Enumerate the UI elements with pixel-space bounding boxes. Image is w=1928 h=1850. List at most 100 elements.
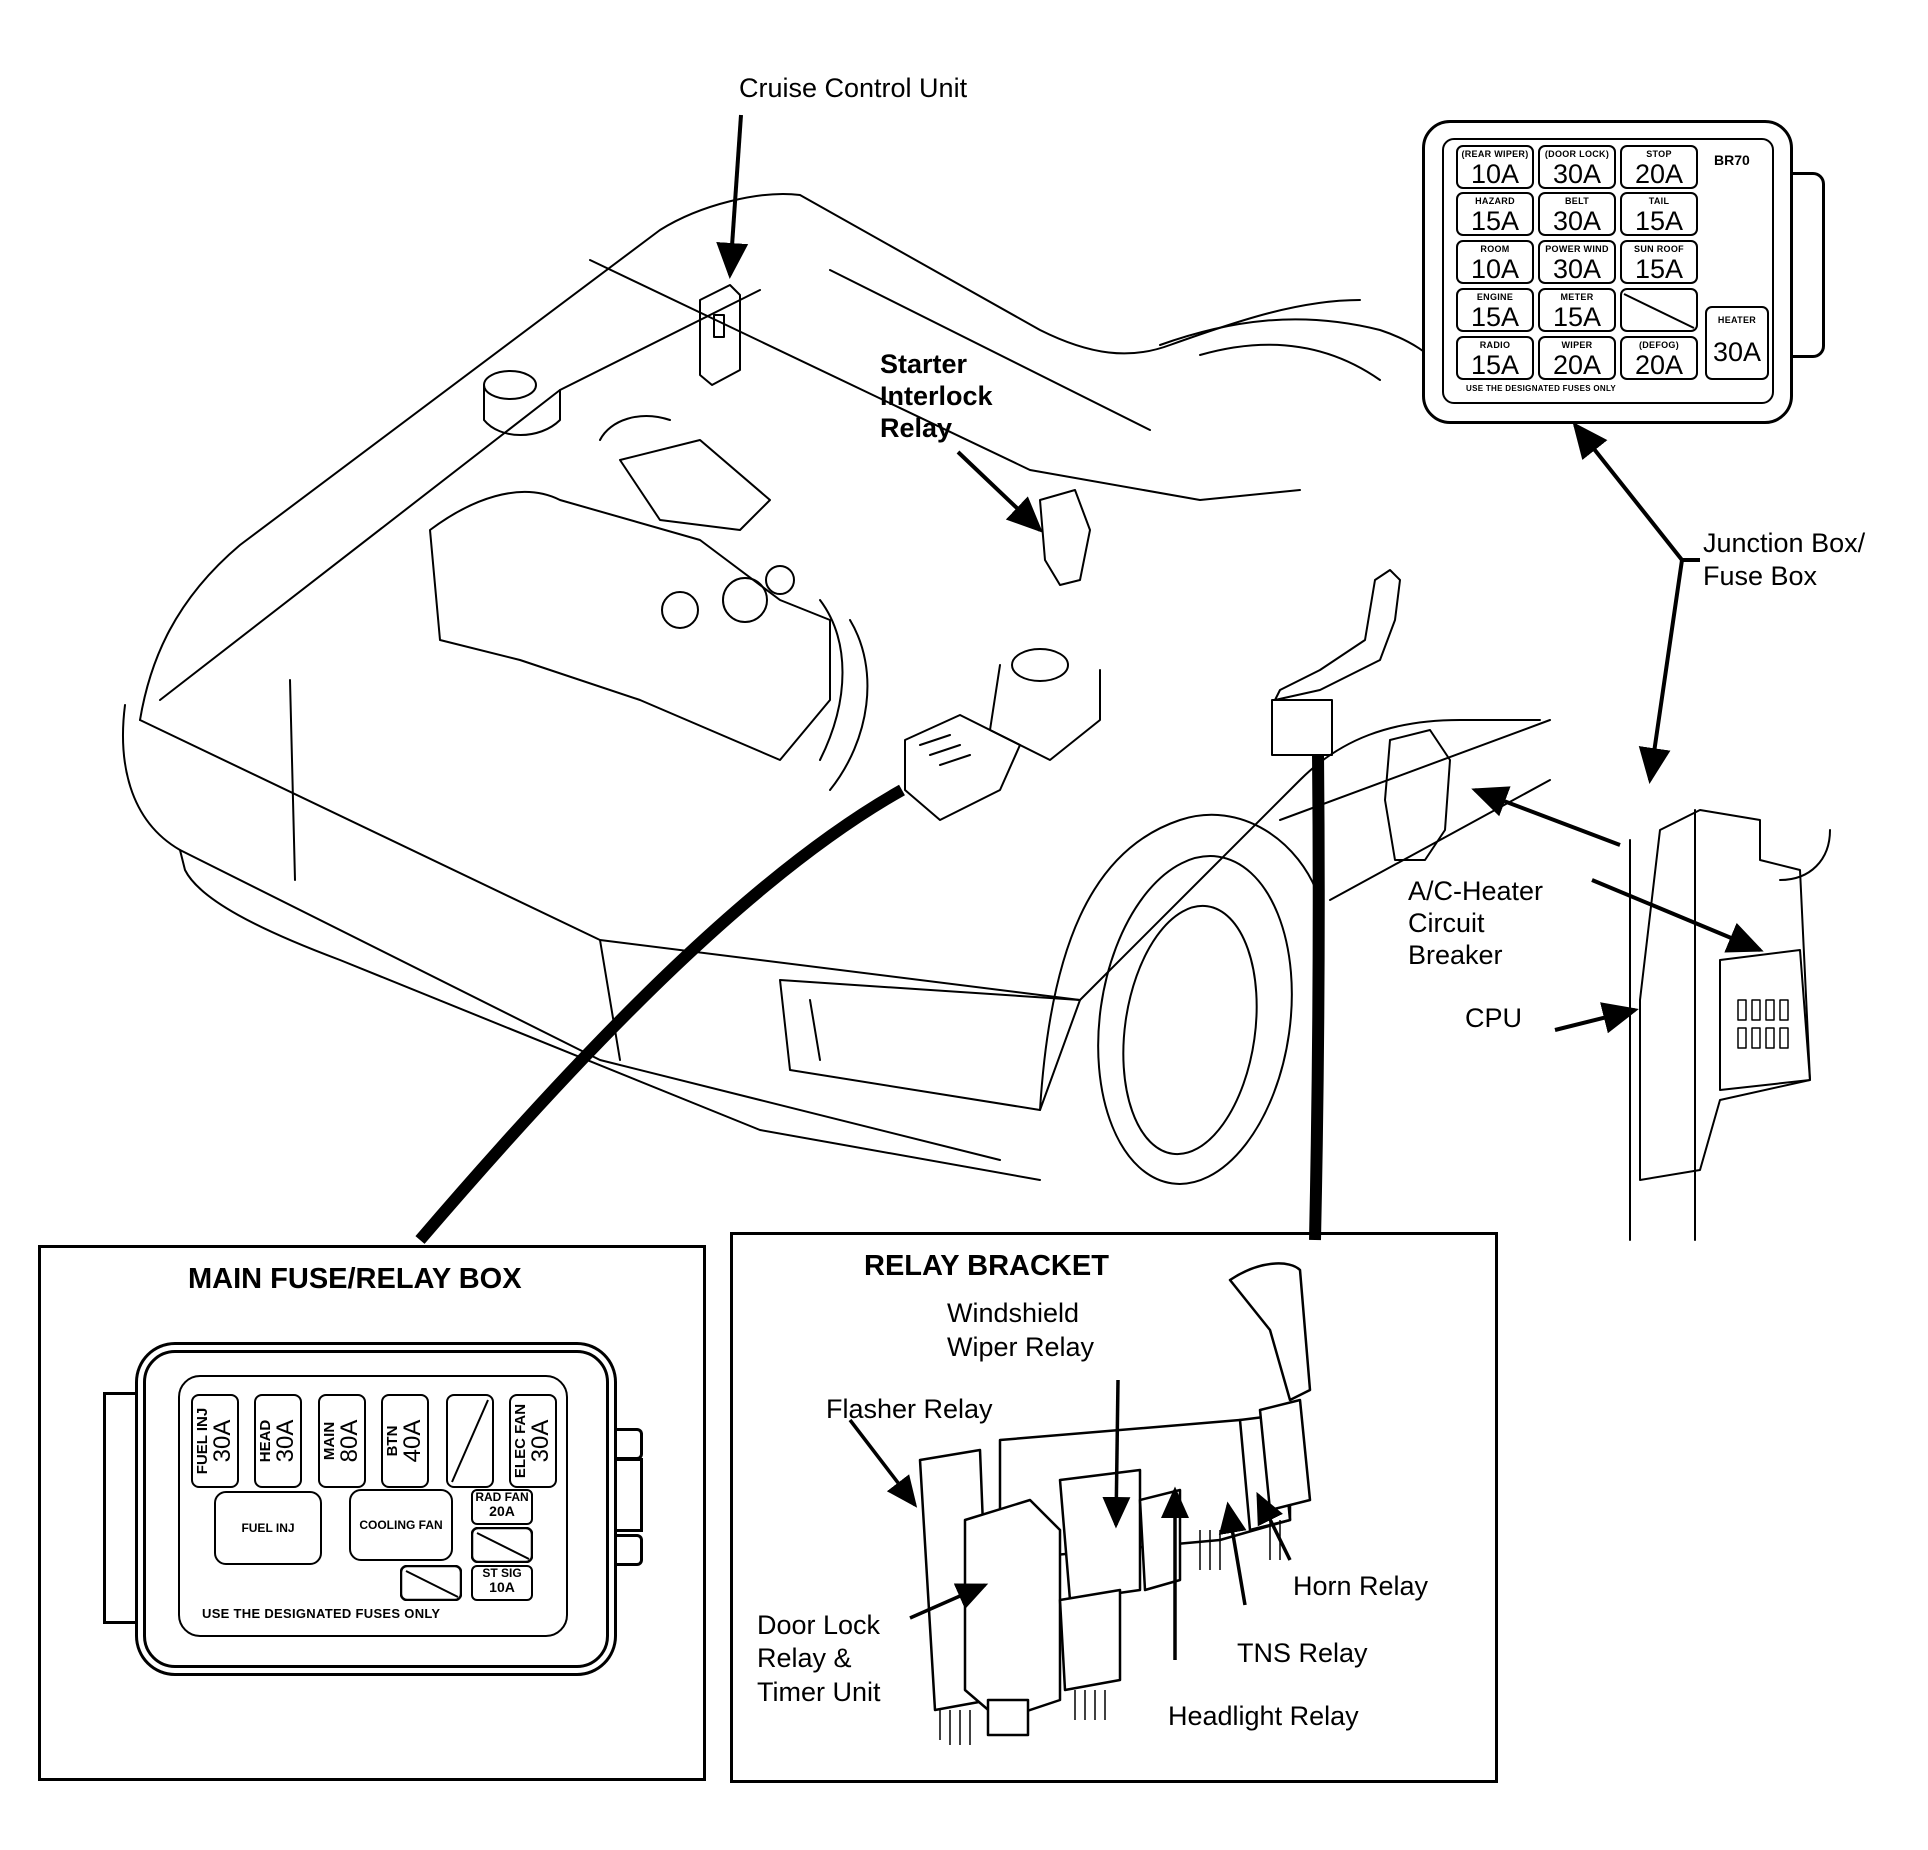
fuse-rating: 30A [1712, 337, 1762, 367]
front-fender [1079, 719, 1541, 1001]
main-fuse-relay-box-title: MAIN FUSE/RELAY BOX [188, 1263, 522, 1295]
fuse-rating: 10A [1470, 159, 1520, 189]
connector-relay-bracket [1309, 754, 1325, 1241]
fuse-rating: 15A [1470, 206, 1520, 236]
fuse-rating: 30A [1552, 254, 1602, 284]
front-wheel [1097, 855, 1293, 1185]
jb-fuse-heater: HEATER 30A [1705, 306, 1769, 380]
relay-fuel-inj: FUEL INJ [214, 1491, 322, 1565]
leader-starter-interlock [956, 450, 1043, 533]
leader-to-ac-breaker [1471, 786, 1621, 847]
fuse-name: (DEFOG) [1638, 340, 1680, 350]
label-starter-interlock-line3: Relay [880, 413, 953, 443]
leader-junction-box-top [1572, 421, 1684, 562]
fuse-name: ROOM [1480, 244, 1510, 254]
fuse-name: TAIL [1648, 196, 1670, 206]
fuse-rating: 10A [489, 1579, 515, 1595]
fuse-rating: 20A [1634, 350, 1684, 380]
fuse-name: RADIO [1479, 340, 1511, 350]
junction-box-note: USE THE DESIGNATED FUSES ONLY [1466, 384, 1617, 393]
engine-block [429, 491, 831, 761]
main-fuse-relay-box-panel [38, 1245, 706, 1781]
label-ac-heater-line1: A/C-Heater [1408, 876, 1544, 906]
fuse-name: (DOOR LOCK) [1544, 149, 1610, 159]
label-door-lock-line1: Door Lock [757, 1610, 881, 1640]
headlamp [779, 979, 1081, 1111]
label-ac-heater-line3: Breaker [1408, 940, 1503, 970]
fuse-name: BELT [1564, 196, 1590, 206]
cruise-control-unit-shape [699, 284, 741, 386]
leader-door-lock [909, 1583, 989, 1620]
label-ac-heater-line2: Circuit [1408, 908, 1485, 938]
junction-box-mounted [1639, 809, 1811, 1181]
label-cruise-control-unit: Cruise Control Unit [739, 73, 968, 103]
car-hood-outline [139, 193, 1361, 721]
label-windshield-wiper-line2: Wiper Relay [947, 1332, 1095, 1362]
fuse-rating: 80A [336, 1419, 363, 1463]
jb-fuse-blank [1620, 288, 1698, 332]
jb-fuse-defog: (DEFOG)20A [1620, 336, 1698, 380]
fuse-rating: 15A [1470, 350, 1520, 380]
leader-junction-box [1638, 558, 1700, 784]
label-cpu: CPU [1465, 1003, 1523, 1033]
car-front-bumper [122, 704, 1001, 1161]
connector-main-fuse-box [415, 784, 905, 1244]
fuse-rating: 15A [1552, 302, 1602, 332]
fuse-rating: 30A [1552, 159, 1602, 189]
junction-box-fuse-panel [1442, 138, 1774, 404]
label-door-lock-line2: Relay & [757, 1643, 852, 1673]
fuse-rating: 15A [1634, 254, 1684, 284]
main-box-note: USE THE DESIGNATED FUSES ONLY [202, 1606, 441, 1621]
junction-box-code: BR70 [1714, 152, 1750, 168]
fuse-name: METER [1560, 292, 1594, 302]
fuse-name: POWER WIND [1545, 244, 1609, 254]
fuse-name: SUN ROOF [1634, 244, 1684, 254]
label-flasher-relay: Flasher Relay [826, 1394, 993, 1424]
fuse-rating: 15A [1634, 206, 1684, 236]
label-starter-interlock-line1: Starter [880, 349, 968, 379]
fuse-name: RAD FAN [475, 1490, 529, 1504]
label-starter-interlock-line2: Interlock [880, 381, 993, 411]
fuse-name: ST SIG [482, 1566, 522, 1580]
fuse-rating: 30A [209, 1419, 236, 1463]
leader-ac-heater [1591, 878, 1764, 953]
leader-tns-relay [1218, 1501, 1247, 1606]
main-box-hinge [103, 1392, 150, 1624]
fuse-blank-2 [400, 1565, 462, 1601]
fuse-rating: 20A [1634, 159, 1684, 189]
fuse-name: WIPER [1561, 340, 1593, 350]
leader-wiper-relay [1102, 1379, 1131, 1529]
main-fuse-blank [446, 1394, 494, 1488]
leader-cruise-control [716, 114, 749, 279]
relay-bracket-title: RELAY BRACKET [864, 1250, 1109, 1282]
engine-bay-relay-bracket [1274, 569, 1401, 701]
fuse-name: (REAR WIPER) [1461, 149, 1529, 159]
label-horn-relay: Horn Relay [1293, 1571, 1429, 1601]
relay-cooling-fan: COOLING FAN [349, 1489, 453, 1561]
fuse-name: STOP [1646, 149, 1672, 159]
fuse-rating: 30A [272, 1419, 299, 1463]
fuse-blank-1 [471, 1527, 533, 1563]
fuse-rating: 40A [399, 1419, 426, 1463]
leader-cpu [1554, 1002, 1639, 1034]
fuse-rating: 30A [527, 1419, 554, 1463]
label-windshield-wiper-line1: Windshield [947, 1298, 1080, 1328]
label-door-lock-line3: Timer Unit [757, 1677, 881, 1707]
fuse-name: HEATER [1717, 315, 1757, 325]
label-tns-relay: TNS Relay [1237, 1638, 1368, 1668]
fuse-rating: 30A [1552, 206, 1602, 236]
fuse-rad-fan: RAD FAN 20A [471, 1489, 533, 1525]
